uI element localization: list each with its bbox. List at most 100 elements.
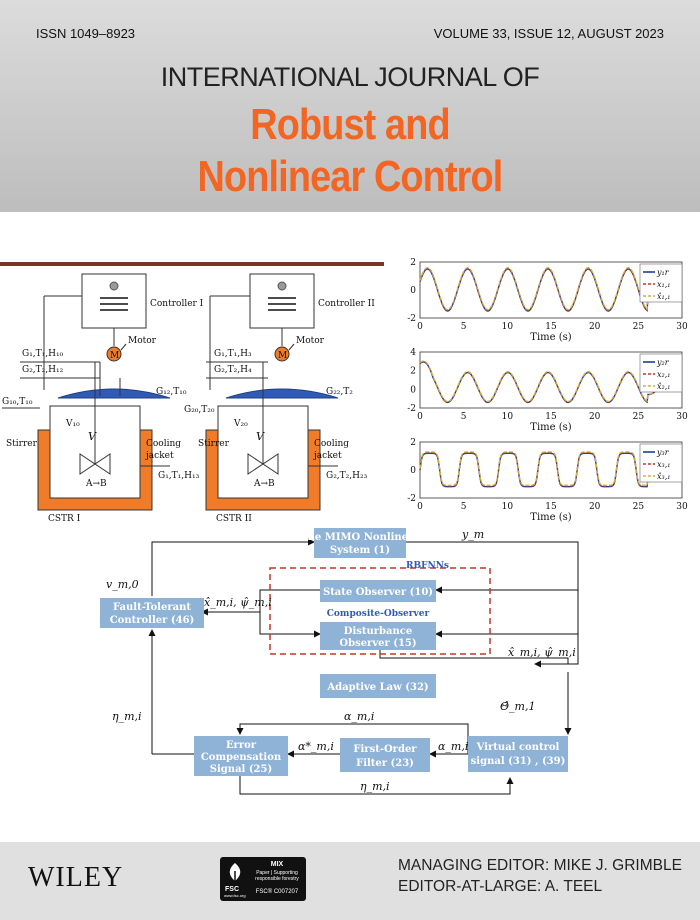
output-2-label: G₁,T₁,H₁₃ — [158, 471, 200, 481]
y-m-label: y_m — [461, 528, 484, 541]
disturbance-line1: Disturbance — [344, 626, 412, 637]
fault-tolerant-controller-box — [100, 598, 204, 628]
mimo-system-box — [314, 528, 406, 558]
legend-box — [639, 263, 683, 303]
vc-line1: Virtual control — [476, 742, 560, 753]
state-observer-label: State Observer (10) — [323, 587, 433, 598]
ec-line2: Compensation — [201, 752, 282, 763]
alpha-label-top: α_m,i — [344, 710, 374, 723]
x-axis-label: Time (s) — [530, 332, 571, 343]
x-tick-label: 5 — [461, 502, 467, 512]
fof-line1: First-Order — [353, 744, 417, 755]
x-tick-label: 25 — [633, 322, 645, 332]
rbfnn-group — [269, 567, 491, 655]
ec-line1: Error — [226, 740, 257, 751]
reaction-label-2: A→B — [253, 479, 275, 489]
plot-frame — [419, 441, 683, 499]
motor-symbol-2: M — [278, 351, 287, 361]
x-tick-label: 30 — [676, 412, 688, 422]
v-label-2: V₂₀ — [233, 419, 248, 429]
journal-prefix: INTERNATIONAL JOURNAL OF — [160, 62, 540, 92]
y-tick-label: 0 — [410, 466, 416, 476]
series-line — [419, 360, 683, 403]
controller-1-label: Controller I — [150, 299, 204, 309]
x-axis-label: Time (s) — [530, 512, 571, 523]
fsc-url-label: www.fsc.org — [224, 893, 246, 898]
x-tick-label: 10 — [502, 322, 514, 332]
cooling-label-2: Cooling — [314, 439, 349, 449]
input-4-label: G₁,T₁,H₃ — [214, 349, 252, 359]
legend-label: x̂₁,₁ — [657, 292, 670, 301]
y-tick-label: -2 — [407, 314, 416, 324]
input-5-label: G₂,T₂,H₄ — [214, 365, 252, 375]
y-tick-label: 2 — [410, 258, 416, 268]
x-tick-label: 20 — [589, 322, 601, 332]
issn: ISSN 1049–8923 — [36, 26, 136, 41]
journal-title-line2: Nonlinear Control — [197, 152, 504, 201]
fsc-tree-icon: FSC — [225, 863, 241, 893]
volume-issue: VOLUME 33, ISSUE 12, AUGUST 2023 — [433, 26, 664, 41]
fof-line2: Filter (23) — [356, 758, 414, 769]
ec-line3: Signal (25) — [210, 764, 272, 775]
y-tick-label: 0 — [410, 385, 416, 395]
stirrer-label-1: Stirrer — [6, 439, 38, 449]
output-3-label: G₂₂,T₂ — [326, 387, 353, 397]
editor-at-large: EDITOR-AT-LARGE: A. TEEL — [398, 878, 603, 895]
fsc-logo-text: FSC — [225, 886, 239, 893]
legend-label: x̂₂,₁ — [657, 382, 670, 391]
stirrer-label-2: Stirrer — [198, 439, 230, 449]
y-tick-label: 4 — [410, 348, 416, 358]
virtual-control-box — [468, 736, 568, 772]
composite-observer-label: Composite-Observer — [327, 609, 430, 619]
plot-frame — [419, 351, 683, 409]
input-6-label: G₂₀,T₂₀ — [184, 405, 215, 415]
volume-v-1: V — [88, 430, 97, 443]
input-1-label: G₁,T₁,H₁₀ — [22, 349, 64, 359]
v-label-1: V₁₀ — [65, 419, 80, 429]
x-tick-label: 0 — [417, 322, 423, 332]
y-tick-label: -2 — [407, 494, 416, 504]
x-tick-label: 25 — [633, 502, 645, 512]
controller-2-label: Controller II — [318, 299, 375, 309]
legend-label: x̂₃,₁ — [657, 472, 670, 481]
x-tick-label: 10 — [502, 412, 514, 422]
x-axis-label: Time (s) — [530, 422, 571, 433]
x-tick-label: 25 — [633, 412, 645, 422]
y-tick-label: -2 — [407, 404, 416, 414]
x-tick-label: 15 — [545, 322, 557, 332]
cstr-diagram: Controller I M Motor A→B V V₁₀ Stirrer C… — [2, 273, 375, 524]
series-line — [419, 451, 683, 486]
legend-label: y₃r — [656, 448, 670, 457]
control-block-diagram: The MIMO Nonlinear System (1) RBFNNs Sta… — [100, 528, 579, 795]
reactor-1: Controller I M Motor A→B V V₁₀ Stirrer C… — [2, 273, 204, 524]
separator-line — [0, 262, 384, 266]
series-line — [419, 266, 683, 311]
xhat-psi-label-right: x̂_m,i, ψ̂_m,i — [508, 646, 576, 659]
fsc-code-label: FSC® C007207 — [255, 889, 299, 895]
x-tick-label: 15 — [545, 412, 557, 422]
x-tick-label: 15 — [545, 502, 557, 512]
legend-label: x₃,₁ — [657, 460, 670, 469]
state-observer-box — [320, 580, 436, 602]
publisher-logo: WILEY — [28, 862, 124, 893]
cstr-1-label: CSTR I — [48, 514, 81, 524]
input-3-label: G₁₀,T₁₀ — [2, 397, 33, 407]
rbfnns-label: RBFNNs — [406, 561, 449, 571]
adaptive-law-label: Adaptive Law (32) — [326, 682, 428, 693]
x-tick-label: 5 — [461, 412, 467, 422]
cover-header — [0, 0, 700, 212]
reactor-2: Controller II M Motor A→B V V₂₀ Stirrer … — [184, 273, 375, 524]
motor-label-2: Motor — [296, 336, 325, 346]
jacket-label-2: jacket — [313, 451, 342, 461]
first-order-filter-box — [340, 738, 430, 772]
input-2-label: G₂,T₂,H₁₂ — [22, 365, 64, 375]
x-tick-label: 0 — [417, 502, 423, 512]
theta-label: Θ̂_m,1 — [500, 700, 535, 713]
y-tick-label: 2 — [410, 367, 416, 377]
x-tick-label: 20 — [589, 412, 601, 422]
legend-box — [639, 443, 683, 483]
fsc-badge: FSC MIX Paper | Supporting responsible f… — [220, 857, 306, 901]
